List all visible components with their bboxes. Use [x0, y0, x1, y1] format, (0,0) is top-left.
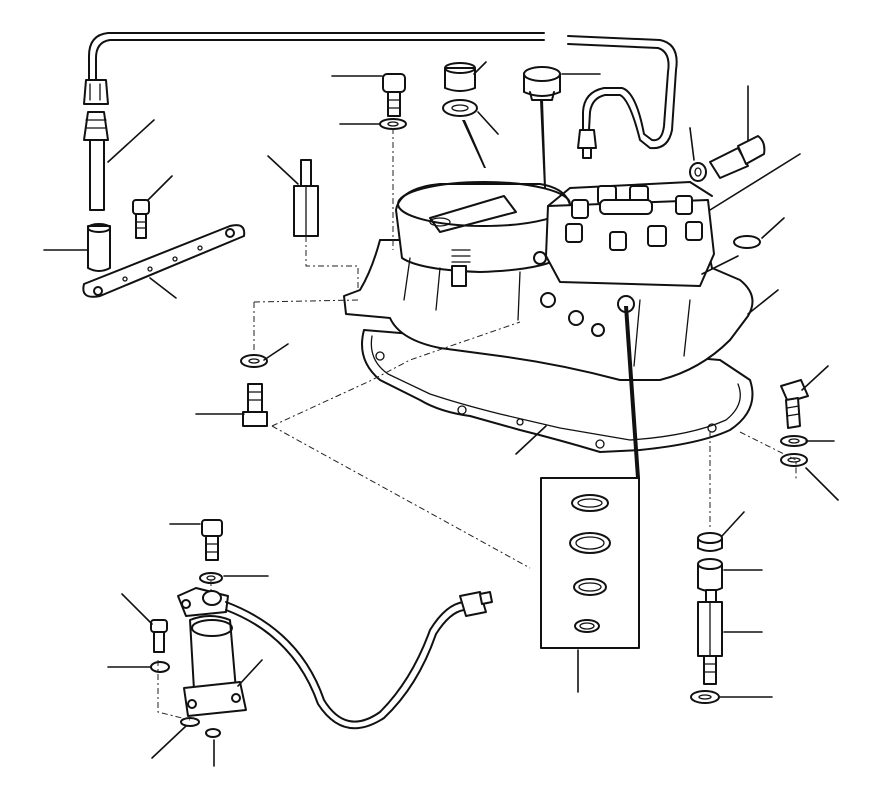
callout-leader-29	[121, 593, 153, 625]
callout-leader-13	[267, 155, 299, 185]
top-center-bolt	[379, 73, 407, 130]
right-stack	[690, 532, 723, 704]
seal-ring-1	[571, 494, 609, 512]
callout-leader-11	[107, 119, 155, 163]
callout-leader-32	[151, 725, 187, 759]
seal-kit-inset	[540, 477, 640, 649]
bracket-strap	[82, 224, 246, 298]
top-pipe	[88, 32, 678, 150]
callout-leader-15	[149, 277, 177, 299]
callout-leader-4	[477, 111, 499, 135]
seal-ring-3	[573, 578, 607, 596]
callout-leader-9	[761, 217, 785, 239]
seal-ring-2	[569, 532, 611, 554]
insertion-pointers	[462, 100, 739, 478]
left-pipe-fittings	[83, 79, 111, 272]
pipe-end-fitting	[577, 129, 597, 159]
stud-spacer	[293, 159, 319, 237]
alignment-lines	[157, 128, 797, 721]
callout-leader-22	[721, 511, 745, 537]
o-ring-right	[733, 235, 761, 249]
injector-turrets	[565, 185, 703, 251]
left-bolt-set	[240, 354, 268, 427]
lower-valve-assembly	[150, 519, 247, 738]
callout-leader-10	[747, 289, 779, 315]
callout-leader-16	[263, 343, 289, 361]
callout-leader-3	[473, 61, 487, 75]
callout-leader-31	[237, 659, 263, 687]
callout-leaders	[43, 61, 839, 767]
main-housing	[343, 181, 754, 453]
top-plug	[442, 62, 478, 117]
lower-pipe	[225, 591, 493, 730]
callout-leader-6	[689, 127, 695, 161]
callout-leader-20	[805, 467, 839, 501]
callout-leader-18	[801, 365, 829, 391]
callout-leader-21	[515, 425, 547, 455]
top-cap	[523, 66, 561, 101]
small-bolt-left	[132, 199, 150, 239]
callout-leader-12	[147, 175, 173, 201]
callout-leader-8	[709, 153, 801, 211]
seal-ring-4	[574, 619, 600, 633]
right-valve	[689, 135, 766, 182]
right-bolt-set	[780, 379, 809, 467]
